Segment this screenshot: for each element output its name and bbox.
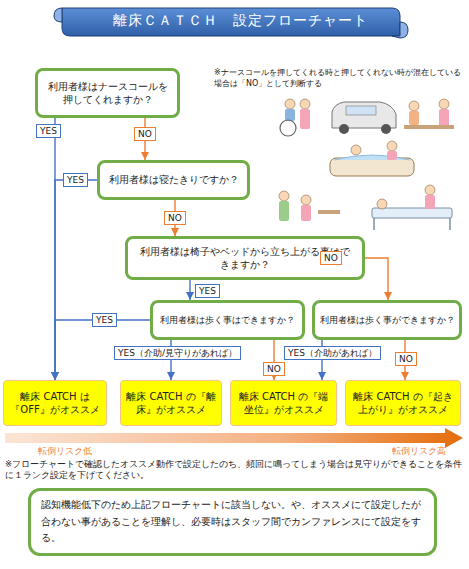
body: [387, 151, 397, 160]
decision-box: 利用者様は歩く事ができますか？: [312, 300, 462, 340]
head: [351, 145, 361, 155]
bath-picture: [330, 141, 414, 176]
body: [285, 109, 295, 121]
banner-curl: [392, 22, 408, 38]
head: [285, 99, 295, 109]
node-text: 利用者様はナースコールを押してくれますか？: [46, 80, 169, 107]
node-text: 利用者様は歩く事はできますか？: [157, 314, 298, 326]
head: [425, 185, 435, 195]
body: [279, 201, 289, 221]
body: [301, 205, 311, 221]
flow-arrow: [365, 258, 388, 300]
risk-label: 転倒リスク低: [38, 446, 118, 457]
wheel: [280, 120, 296, 136]
edge-label: YES: [36, 124, 61, 138]
bathtub: [330, 158, 414, 176]
note-text: ※フローチャートで確認したオススメ動作で設定したのち、頻回に鳴ってしまう場合は見…: [5, 459, 463, 482]
node-text: 利用者様は寝たきりですか？: [105, 173, 242, 187]
body: [439, 109, 449, 127]
decision-box: 利用者様は寝たきりですか？: [97, 160, 250, 200]
edge-label: YES: [195, 284, 220, 298]
edge-label: NO: [164, 211, 186, 225]
wheel: [339, 124, 349, 134]
flow-arrow: [55, 180, 97, 380]
water: [334, 155, 410, 160]
risk-arrow: [5, 428, 463, 448]
edge-label: YES: [63, 173, 88, 187]
bed-leg: [373, 218, 375, 230]
bed-leg: [449, 218, 451, 230]
result-box: 離床 CATCH の『離床』がオススメ: [120, 380, 222, 426]
car-picture: [332, 102, 396, 134]
risk-gradient-arrow: [5, 428, 463, 448]
note-text: ※ナースコールを押してくれる時と押してくれない時が混在している場合は「NO」とし…: [214, 68, 464, 90]
result-box: 離床 CATCH の『起き上がり』がオススメ: [345, 380, 461, 426]
meal-figures: [404, 99, 454, 129]
node-text: 離床 CATCH の『起き上がり』がオススメ: [350, 390, 456, 417]
head: [409, 101, 419, 111]
head: [300, 99, 310, 109]
decision-box: 利用者様は歩く事はできますか？: [150, 300, 305, 340]
result-box: 離床 CATCH の『端坐位』がオススメ: [230, 380, 337, 426]
head: [279, 191, 289, 201]
risk-label: 転倒リスク高: [392, 446, 469, 457]
wheelchair-figure: [280, 99, 310, 136]
body: [409, 111, 419, 125]
car-window: [346, 106, 376, 115]
node-text: 離床 CATCH の『端坐位』がオススメ: [235, 390, 332, 417]
bed: [372, 208, 452, 218]
table: [318, 210, 340, 214]
head: [301, 195, 311, 205]
node-text: 認知機能低下のため上記フローチャートに該当しない。や、オススメにて設定したが合わ…: [41, 497, 424, 547]
table: [404, 125, 454, 129]
body: [425, 195, 435, 209]
banner-curl: [54, 8, 62, 22]
head: [387, 141, 397, 151]
note-box: 認知機能低下のため上記フローチャートに該当しない。や、オススメにて設定したが合わ…: [28, 488, 437, 556]
edge-label: NO: [320, 251, 342, 265]
node-text: 離床 CATCH の『離床』がオススメ: [125, 390, 217, 417]
care-figures: [279, 191, 340, 221]
banner-body: [62, 8, 400, 36]
title-text: 離床ＣＡＴＣＨ 設定フローチャート: [90, 11, 390, 29]
head: [377, 199, 387, 209]
edge-label: NO: [395, 352, 417, 366]
flow-arrow: [189, 280, 190, 300]
care-illustrations: [279, 99, 454, 230]
node-text: 離床 CATCH は『OFF』がオススメ: [8, 390, 102, 417]
node-text: 利用者様は歩く事ができますか？: [319, 314, 455, 326]
head: [439, 99, 449, 109]
result-box: 離床 CATCH は『OFF』がオススメ: [3, 380, 107, 426]
edge-label: YES: [92, 313, 117, 327]
edge-label: YES（介助があれば）: [284, 346, 381, 360]
title-banner: [54, 8, 408, 38]
body: [300, 109, 310, 129]
edge-label: NO: [134, 127, 156, 141]
wheel: [381, 124, 391, 134]
edge-label: NO: [263, 362, 285, 376]
decision-box: 利用者様はナースコールを押してくれますか？: [35, 68, 180, 118]
bed-picture: [372, 185, 452, 230]
edge-label: YES（介助/見守りがあれば）: [114, 346, 241, 360]
